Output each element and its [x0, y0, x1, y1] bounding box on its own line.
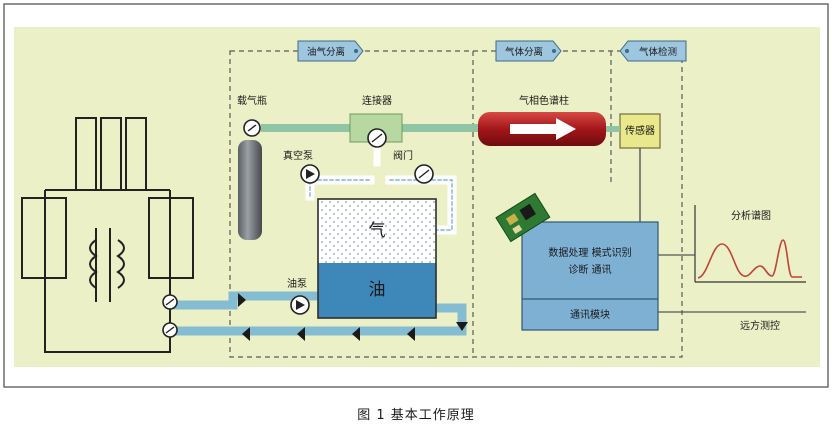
separation-vessel: 气 油	[317, 198, 437, 319]
processor-line-2: 诊断 通讯	[568, 263, 611, 276]
comm-module-label: 通讯模块	[570, 309, 610, 321]
oil-return-pipe	[171, 303, 467, 336]
bushing-left	[75, 117, 97, 191]
flow-arrows	[238, 293, 468, 341]
processor-line-1: 数据处理 模式识别	[548, 246, 631, 259]
valve-label: 阀门	[393, 149, 413, 162]
tag-oil-gas-separation	[297, 40, 364, 62]
sensor-box	[619, 113, 661, 149]
oil-supply-pipe	[171, 291, 325, 310]
connector-label: 连接器	[362, 94, 392, 107]
remote-label: 远方测控	[740, 319, 780, 332]
chromatographic-column	[478, 112, 606, 146]
processor-module: 数据处理 模式识别 诊断 通讯 通讯模块	[521, 221, 659, 331]
svg-text:油气分离: 油气分离	[307, 46, 345, 58]
processor-box	[521, 221, 659, 331]
gas-cylinder	[238, 140, 262, 240]
flow-arrow	[407, 327, 415, 341]
radiator-right	[148, 197, 194, 279]
svg-text:气体分离: 气体分离	[505, 46, 543, 58]
figure-caption: 图 1 基本工作原理	[357, 408, 475, 423]
spectrum-label: 分析谱图	[731, 209, 771, 222]
gas-chamber	[318, 199, 436, 263]
sensor-label: 传感器	[625, 124, 655, 137]
gas-detection-region	[229, 50, 683, 358]
transformer-coil-right	[109, 228, 125, 302]
remote-link: 远方测控	[658, 311, 806, 332]
radiator-left	[21, 197, 67, 279]
bushing-middle	[100, 117, 122, 191]
carrier-gas-cylinder	[238, 119, 262, 240]
flow-arrow	[297, 327, 305, 341]
spectrum-curve	[697, 239, 802, 279]
dashed-regions	[229, 50, 683, 358]
outlet-valves	[162, 294, 178, 338]
region-tags: 油气分离 气体分离 气体检测	[297, 40, 687, 62]
flow-arrow	[242, 327, 250, 341]
flow-arrow	[238, 293, 246, 307]
vacuum-pump-label: 真空泵	[283, 149, 313, 162]
connector	[349, 113, 403, 148]
bushing-right	[125, 117, 147, 191]
oil-phase-label: 油	[369, 280, 386, 300]
tag-gas-separation	[495, 40, 562, 62]
gas-phase-label: 气	[369, 221, 386, 241]
sensor	[606, 113, 661, 222]
tag-gas-detection	[619, 40, 687, 62]
transformer-coil-left	[89, 228, 98, 302]
oil-chamber	[318, 263, 436, 318]
column-arrow-icon	[510, 118, 576, 140]
carrier-gas-label: 载气瓶	[237, 94, 267, 107]
flow-arrow	[352, 327, 360, 341]
flow-arrow	[456, 322, 468, 331]
column-label: 气相色谱柱	[519, 94, 569, 107]
pumps	[290, 164, 434, 315]
circuit-board-icon	[495, 192, 551, 243]
working-principle-diagram: 气 油 数据处理 模式识别 诊断 通讯 通讯模块	[3, 3, 829, 388]
svg-text:气体检测: 气体检测	[639, 46, 677, 58]
oil-pump-label: 油泵	[287, 277, 307, 290]
analysis-spectrum: 分析谱图	[658, 205, 806, 283]
